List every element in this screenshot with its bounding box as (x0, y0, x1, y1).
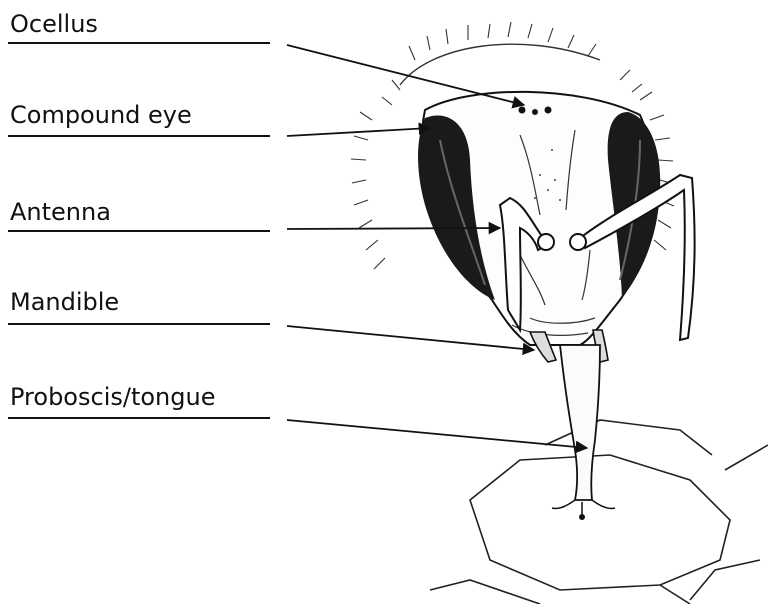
mandible-label: Mandible (10, 288, 119, 316)
compound-eye-label: Compound eye (10, 101, 192, 129)
proboscis (560, 345, 600, 500)
ocellus-label: Ocellus (10, 10, 98, 38)
honeycomb-cells (430, 420, 768, 604)
label-underlines (8, 43, 270, 418)
proboscis-label: Proboscis/tongue (10, 383, 215, 411)
antenna-label: Antenna (10, 198, 111, 226)
